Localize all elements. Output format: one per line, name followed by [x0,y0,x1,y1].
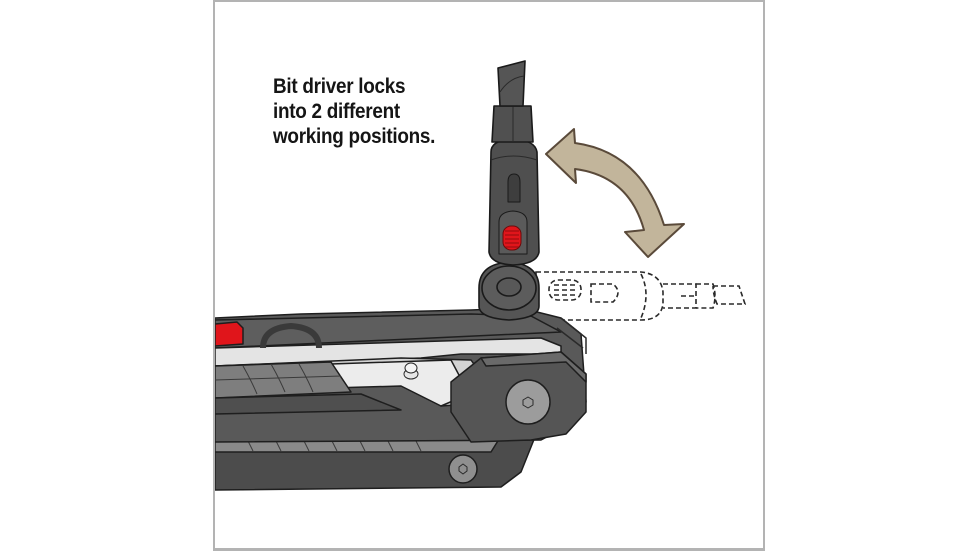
hex-screw-icon [505,379,551,425]
hex-screw-icon [448,454,478,484]
bit-driver-upright [478,60,540,321]
multitool-illustration [215,60,747,491]
multitool-body [215,307,587,491]
caption: Bit driver locks into 2 different workin… [273,74,489,149]
caption-line-1: Bit driver locks [273,75,406,98]
illustration-frame: Bit driver locks into 2 different workin… [213,0,765,551]
curved-double-arrow-icon [545,128,685,258]
caption-line-3: working positions. [273,125,436,148]
caption-line-2: into 2 different [273,100,400,123]
folded-position-outline [535,271,747,321]
